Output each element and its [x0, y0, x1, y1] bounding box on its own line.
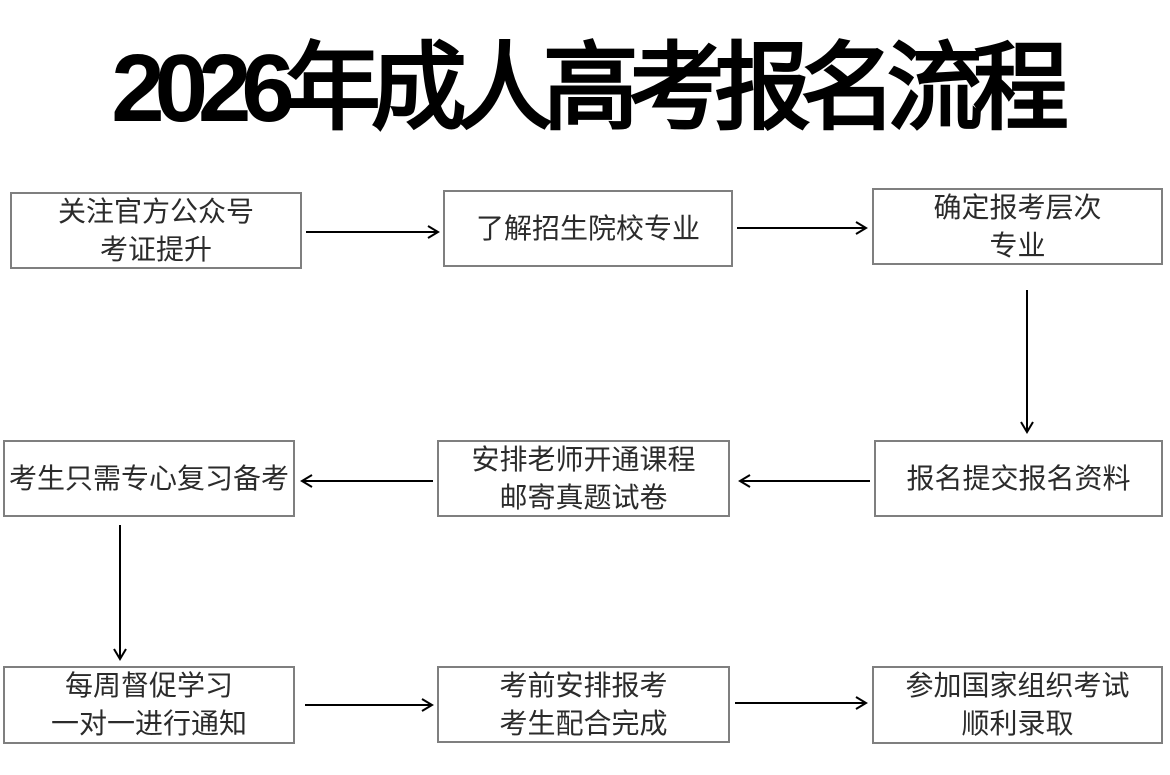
flow-step-1-line-2: 考证提升	[99, 233, 212, 265]
flow-step-7: 每周督促学习 一对一进行通知	[3, 666, 295, 744]
flow-step-9: 参加国家组织考试 顺利录取	[872, 666, 1163, 744]
flow-step-3-line-1: 确定报考层次	[933, 191, 1102, 223]
flow-step-8-line-1: 考前安排报考	[499, 669, 668, 701]
flow-step-5-line-1: 安排老师开通课程	[471, 443, 696, 475]
flow-step-5: 安排老师开通课程 邮寄真题试卷	[437, 440, 730, 517]
flow-step-2-line-1: 了解招生院校专业	[475, 212, 700, 244]
flow-step-1: 关注官方公众号 考证提升	[10, 192, 302, 269]
flow-step-2: 了解招生院校专业	[443, 190, 733, 267]
flow-step-9-line-2: 顺利录取	[961, 708, 1074, 739]
flow-step-1-line-1: 关注官方公众号	[57, 195, 254, 227]
flow-step-3-line-2: 专业	[989, 229, 1046, 261]
flow-step-8-line-2: 考生配合完成	[499, 707, 668, 739]
flow-step-4: 报名提交报名资料	[874, 440, 1163, 517]
flow-step-7-line-1: 每周督促学习	[64, 670, 233, 701]
flow-step-8: 考前安排报考 考生配合完成	[437, 666, 730, 743]
flow-step-5-line-2: 邮寄真题试卷	[499, 481, 668, 513]
flow-step-6: 考生只需专心复习备考	[3, 440, 295, 517]
flow-step-6-line-1: 考生只需专心复习备考	[8, 462, 289, 494]
flow-step-3: 确定报考层次 专业	[872, 188, 1163, 265]
page-title: 2026年成人高考报名流程	[111, 35, 1069, 142]
flow-step-4-line-1: 报名提交报名资料	[906, 462, 1131, 494]
flow-step-9-line-1: 参加国家组织考试	[905, 670, 1130, 701]
flow-step-7-line-2: 一对一进行通知	[50, 708, 247, 739]
